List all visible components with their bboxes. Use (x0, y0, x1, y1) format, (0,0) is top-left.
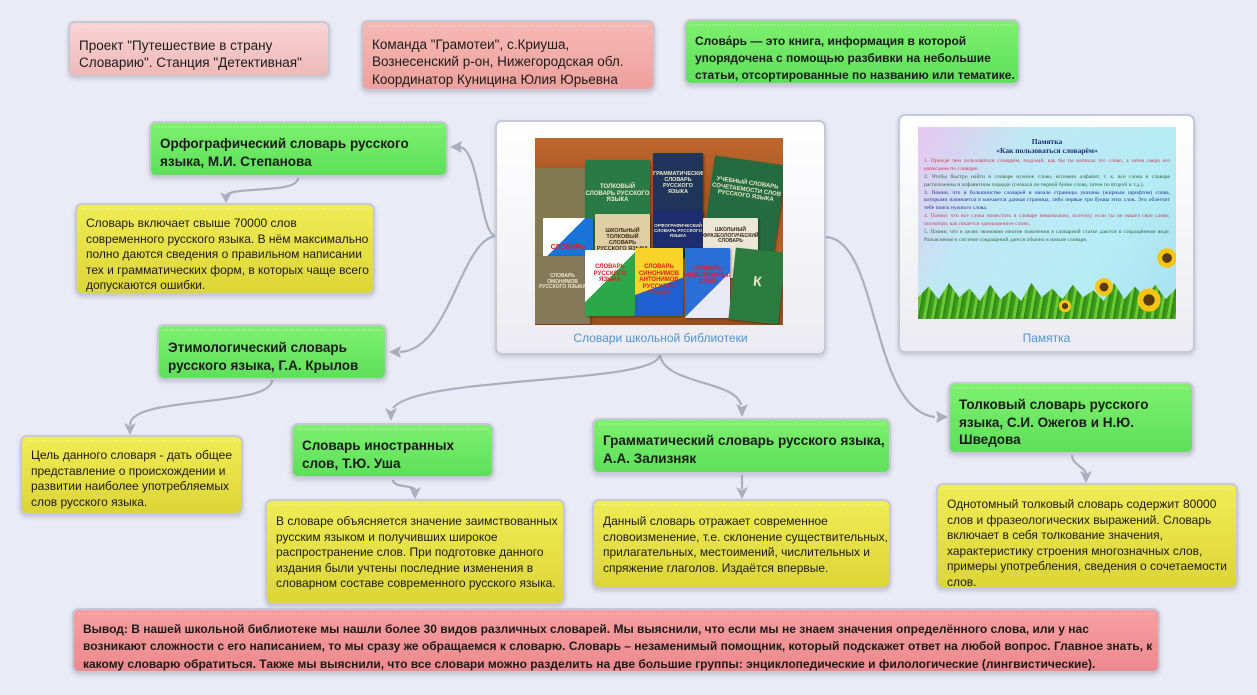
dict-desc-foreign[interactable]: В словаре объясняется значение заимствов… (265, 499, 565, 605)
dict-title-text: Орфографический словарь русского языка, … (160, 136, 409, 169)
memo-title: Памятка (1031, 137, 1063, 146)
sunflower-icon (1136, 287, 1162, 313)
memo-image: Памятка «Как пользоваться словарём» 1. П… (918, 127, 1176, 319)
memo-item: 1. Прежде чем пользоваться словарём, под… (924, 157, 1170, 172)
dict-desc-explanatory[interactable]: Однотомный толковый словарь содержит 800… (936, 483, 1238, 589)
memo-subtitle: «Как пользоваться словарём» (996, 146, 1098, 156)
dict-desc-text: Словарь включает свыше 70000 слов соврем… (86, 216, 369, 293)
dict-title-text: Грамматический словарь русского языка, А… (603, 433, 885, 466)
dict-desc-orthographic[interactable]: Словарь включает свыше 70000 слов соврем… (75, 203, 375, 295)
book: СЛОВАРЬ РУССКОГО ЯЗЫКА (585, 250, 635, 316)
connector-center-to-etymological (389, 234, 497, 358)
connector-center-to-foreign (385, 354, 662, 421)
connector-grammatical-to-description (736, 475, 748, 499)
dict-title-etymological[interactable]: Этимологический словарь русского языка, … (157, 324, 387, 380)
memo-image-node[interactable]: Памятка «Как пользоваться словарём» 1. П… (898, 114, 1195, 353)
book: ОРФОГРАФИЧЕСКИЙ СЛОВАРЬ РУССКОГО ЯЗЫКА (653, 210, 703, 255)
team-node[interactable]: Команда "Грамотеи", с.Криуша, Вознесенск… (361, 20, 655, 91)
conclusion-text: Вывод: В нашей школьной библиотеке мы на… (83, 622, 1153, 671)
book: СЛОВАРЬ ИНОСТРАННЫХ СЛОВ (685, 248, 730, 318)
connector-orthographic-to-description (220, 177, 300, 203)
dict-desc-etymological[interactable]: Цель данного словаря - дать общее предст… (20, 435, 243, 515)
memo-item: 4. Помни, что все слова поместить в слов… (924, 213, 1170, 228)
dict-title-orthographic[interactable]: Орфографический словарь русского языка, … (149, 121, 448, 177)
book: К (728, 247, 783, 325)
central-image-node[interactable]: ТОЛКОВЫЙ СЛОВАРЬ РУССКОГО ЯЗЫКА ГРАММАТИ… (495, 120, 826, 355)
memo-item: 2. Чтобы быстро найти в словаре нужное с… (924, 173, 1170, 188)
books-photo: ТОЛКОВЫЙ СЛОВАРЬ РУССКОГО ЯЗЫКА ГРАММАТИ… (535, 138, 783, 325)
connector-explanatory-to-description (1070, 454, 1092, 483)
connector-center-to-explanatory (825, 235, 948, 423)
conclusion-node[interactable]: Вывод: В нашей школьной библиотеке мы на… (72, 608, 1160, 673)
dict-desc-grammatical[interactable]: Данный словарь отражает современное слов… (592, 499, 891, 589)
dict-title-explanatory[interactable]: Толковый словарь русского языка, С.И. Ож… (948, 382, 1194, 454)
connector-center-to-orthographic (450, 141, 497, 238)
memo-image-caption: Памятка (1022, 331, 1071, 345)
book: СЛОВАРЬ ОМОНИМОВ РУССКОГО ЯЗЫКА (535, 256, 590, 324)
memo-items: 1. Прежде чем пользоваться словарём, под… (918, 158, 1176, 245)
dict-desc-text: Однотомный толковый словарь содержит 800… (947, 497, 1227, 589)
team-text: Команда "Грамотеи", с.Криуша, Вознесенск… (372, 37, 624, 87)
central-image-caption: Словари школьной библиотеки (573, 331, 748, 345)
sunflower-icon (1058, 299, 1072, 313)
project-node[interactable]: Проект "Путешествие в страну Словарию". … (68, 21, 330, 77)
dict-title-text: Словарь иностранных слов, Т.Ю. Уша (302, 438, 455, 471)
book: СЛОВАРЬ СИНОНИМОВ АНТОНИМОВ РУССКОГО ЯЗЫ… (635, 248, 683, 316)
dict-desc-text: Цель данного словаря - дать общее предст… (31, 448, 233, 509)
dict-title-grammatical[interactable]: Грамматический словарь русского языка, А… (592, 418, 891, 474)
dict-desc-text: Данный словарь отражает современное слов… (603, 514, 888, 575)
connector-center-to-grammatical (658, 354, 748, 417)
dict-desc-text: В словаре объясняется значение заимствов… (276, 514, 558, 591)
definition-text: Слова́рь — это книга, информация в котор… (695, 34, 1015, 82)
dict-title-text: Этимологический словарь русского языка, … (168, 340, 359, 373)
dict-title-text: Толковый словарь русского языка, С.И. Ож… (959, 397, 1149, 448)
dict-title-foreign[interactable]: Словарь иностранных слов, Т.Ю. Уша (291, 423, 494, 478)
sunflower-icon (1156, 247, 1176, 269)
connector-foreign-to-description (391, 479, 421, 499)
memo-item: 3. Помни, что в большинстве словарей в н… (924, 189, 1170, 212)
project-text: Проект "Путешествие в страну Словарию". … (79, 38, 302, 71)
memo-item: 5. Помни, что в целях экономии многие по… (924, 229, 1170, 244)
definition-node[interactable]: Слова́рь — это книга, информация в котор… (684, 19, 1020, 85)
connector-etymological-to-description (124, 379, 274, 435)
sunflower-icon (1094, 277, 1114, 297)
